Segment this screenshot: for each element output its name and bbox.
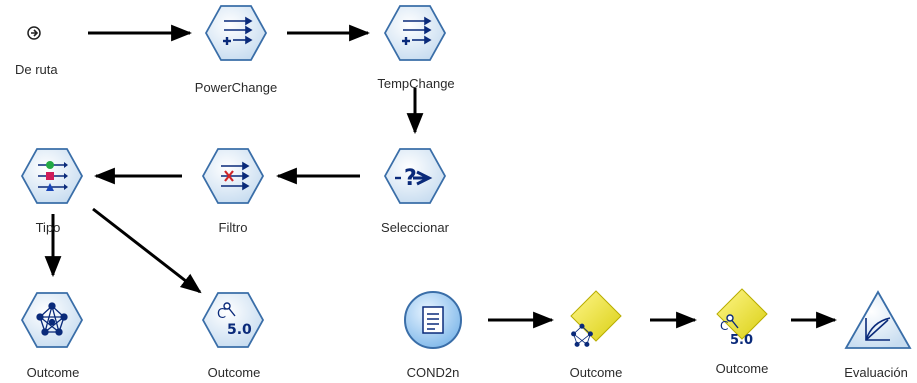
derive-arrows-icon [402, 16, 432, 45]
outcome-3-label: Outcome [569, 365, 623, 380]
model-diamond-icon [716, 288, 768, 340]
outcome-2-label: Outcome [207, 365, 261, 380]
filtro-node[interactable] [201, 148, 265, 204]
svg-text:?: ? [404, 166, 417, 191]
cond2n-label: COND2n [406, 365, 460, 380]
cond2n-node[interactable] [404, 291, 462, 349]
c50-c-label: C [720, 319, 728, 333]
hexagon-icon [204, 5, 268, 61]
powerchange-label: PowerChange [194, 80, 278, 95]
tipo-label: Tipo [35, 220, 61, 235]
c50-tree-icon: C 5.0 [217, 302, 252, 338]
connectors [44, 24, 838, 329]
model-diamond-icon [570, 290, 622, 342]
hexagon-icon [383, 148, 447, 204]
de-ruta-node[interactable] [27, 26, 41, 40]
seleccionar-node[interactable]: ? [383, 148, 447, 204]
filtro-label: Filtro [218, 220, 248, 235]
tempchange-node[interactable] [383, 5, 447, 61]
select-question-icon: ? [395, 166, 433, 191]
c50-tree-icon: C 5.0 [720, 314, 753, 348]
evaluacion-node[interactable] [844, 290, 912, 349]
outcome-4-node[interactable]: C 5.0 [716, 288, 768, 348]
c50-c-label: C [217, 307, 226, 322]
tempchange-label: TempChange [377, 76, 455, 91]
neural-net-icon [36, 302, 68, 336]
seleccionar-label: Seleccionar [381, 220, 449, 235]
edge-tipo-outcome2 [92, 207, 202, 294]
outcome-2-node[interactable]: C 5.0 [201, 292, 265, 348]
filter-arrows-icon [221, 161, 250, 191]
outcome-1-label: Outcome [26, 365, 80, 380]
evaluation-chart-icon [865, 317, 891, 341]
outcome-4-label: Outcome [715, 361, 769, 376]
powerchange-node[interactable] [204, 5, 268, 61]
outcome-1-node[interactable] [20, 292, 84, 348]
hexagon-icon [201, 292, 265, 348]
type-shapes-icon [38, 161, 68, 191]
neural-net-icon [571, 323, 593, 347]
tipo-node[interactable] [20, 148, 84, 204]
outcome-3-node[interactable] [570, 290, 622, 347]
document-icon [422, 306, 444, 334]
c50-version-label: 5.0 [730, 333, 753, 348]
derive-arrows-icon [223, 16, 253, 45]
hexagon-icon [383, 5, 447, 61]
de-ruta-label: De ruta [15, 62, 58, 77]
triangle-icon [844, 290, 912, 349]
c50-version-label: 5.0 [227, 322, 252, 338]
evaluacion-label: Evaluación [844, 365, 908, 380]
